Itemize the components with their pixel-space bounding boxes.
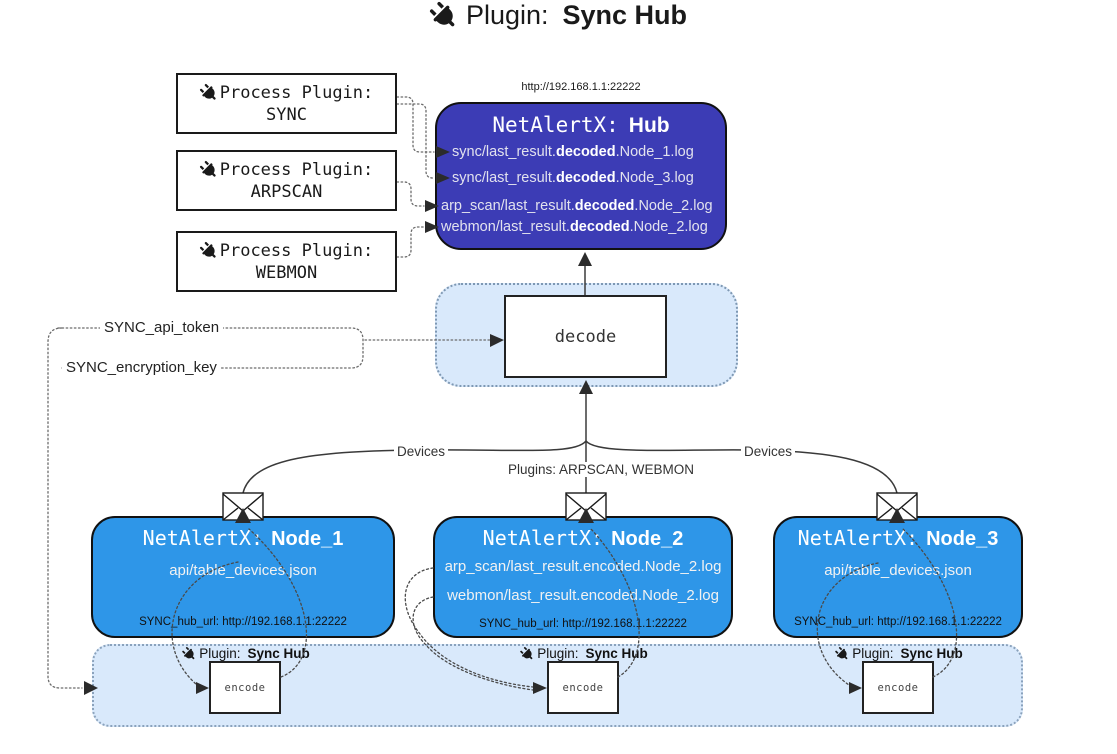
process-plugin-box-sync: Process Plugin: SYNC <box>176 73 397 134</box>
process-plugin-name: SYNC <box>266 104 307 125</box>
encoder1-label: Plugin:Sync Hub <box>182 646 310 661</box>
hub-file-line: sync/last_result.decoded.Node_3.log <box>452 170 694 186</box>
plug-icon <box>424 0 464 35</box>
node1-title: NetAlertX:Node_1 <box>142 526 344 550</box>
process-plugin-name: ARPSCAN <box>250 181 323 202</box>
hub-title-prefix: NetAlertX: <box>492 113 619 137</box>
process-plugin-name: WEBMON <box>255 262 318 283</box>
plug-icon <box>179 644 199 664</box>
process-plugin-box-webmon: Process Plugin: WEBMON <box>176 231 397 292</box>
hub-file-line: sync/last_result.decoded.Node_1.log <box>452 144 694 160</box>
arrowhead <box>578 252 592 266</box>
hub-box <box>435 102 727 250</box>
node1-file: api/table_devices.json <box>169 562 317 579</box>
process-plugin-label: Process Plugin: <box>219 159 374 180</box>
edge-arpscan-to-line3 <box>396 181 425 207</box>
plug-icon <box>196 238 221 263</box>
node3-title: NetAlertX:Node_3 <box>797 526 999 550</box>
hub-file-line: webmon/last_result.decoded.Node_2.log <box>441 219 708 235</box>
node3-hub-url: SYNC_hub_url: http://192.168.1.1:22222 <box>794 616 1002 628</box>
node2-file: arp_scan/last_result.encoded.Node_2.log <box>444 558 722 575</box>
hub-file-line: arp_scan/last_result.decoded.Node_2.log <box>441 198 713 214</box>
edge-sync-to-line2 <box>396 103 434 179</box>
node2-file: webmon/last_result.encoded.Node_2.log <box>447 587 719 604</box>
node2-title: NetAlertX:Node_2 <box>482 526 684 550</box>
hub-url: http://192.168.1.1:22222 <box>521 81 641 93</box>
hub-title-name: Hub <box>628 114 670 137</box>
plugins-label: Plugins: ARPSCAN, WEBMON <box>505 462 698 477</box>
process-plugin-label: Process Plugin: <box>219 240 374 261</box>
node1-hub-url: SYNC_hub_url: http://192.168.1.1:22222 <box>139 616 347 628</box>
node3-file: api/table_devices.json <box>824 562 972 579</box>
title-name: Sync Hub <box>562 0 688 30</box>
edge-sync-to-line1 <box>396 96 435 153</box>
node2-hub-url: SYNC_hub_url: http://192.168.1.1:22222 <box>479 618 687 630</box>
node1-box <box>91 516 395 638</box>
edge-secrets-drop <box>47 327 83 689</box>
diagram-title: Plugin: Sync Hub <box>0 0 1117 31</box>
devices-label-left: Devices <box>394 444 449 459</box>
edge-webmon-to-line4 <box>396 226 425 258</box>
encoder3-label: Plugin:Sync Hub <box>835 646 963 661</box>
hub-title: NetAlertX: Hub <box>435 113 727 138</box>
encode-box-2: encode <box>547 661 619 714</box>
plug-icon <box>832 644 852 664</box>
devices-label-right: Devices <box>741 444 796 459</box>
encode-box-3: encode <box>862 661 934 714</box>
plug-icon <box>196 157 221 182</box>
title-prefix: Plugin: <box>465 0 549 30</box>
decode-box: decode <box>504 295 667 378</box>
plug-icon <box>196 80 221 105</box>
sync-api-token-label: SYNC_api_token <box>100 319 224 336</box>
node3-box <box>773 516 1023 638</box>
plug-icon <box>517 644 537 664</box>
process-plugin-box-arpscan: Process Plugin: ARPSCAN <box>176 150 397 211</box>
sync-encryption-key-label: SYNC_encryption_key <box>62 359 221 376</box>
process-plugin-label: Process Plugin: <box>219 82 374 103</box>
encoder2-label: Plugin:Sync Hub <box>520 646 648 661</box>
encode-box-1: encode <box>209 661 281 714</box>
